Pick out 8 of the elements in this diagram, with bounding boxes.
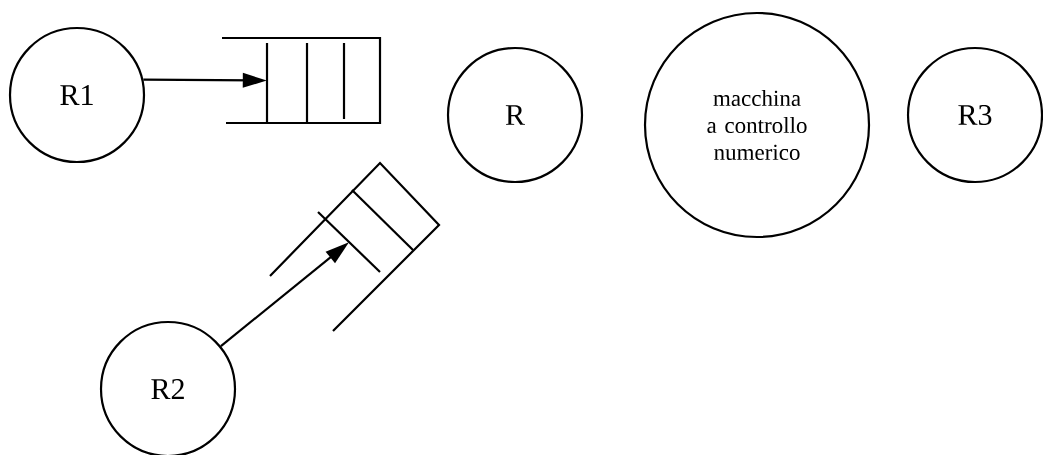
circle-node: R3 bbox=[906, 46, 1043, 184]
arrow bbox=[220, 242, 349, 347]
circle-node: R1 bbox=[8, 26, 146, 164]
queue-drawing bbox=[222, 36, 382, 125]
queue-drawing bbox=[269, 161, 441, 332]
circle-node: R bbox=[446, 46, 584, 184]
circle-node: macchina a controllo numerico bbox=[643, 11, 871, 239]
arrow bbox=[143, 72, 267, 88]
